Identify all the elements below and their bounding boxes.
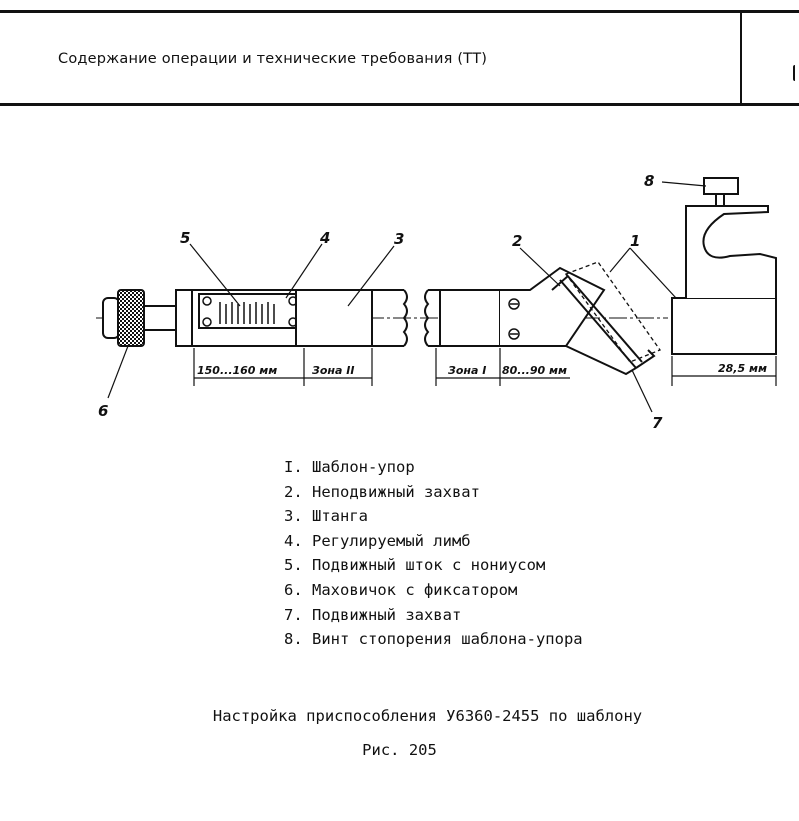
parts-legend: I. Шаблон-упор 2. Неподвижный захват 3. …	[284, 455, 583, 652]
legend-item: 5. Подвижный шток с нониусом	[284, 556, 546, 575]
rod-left	[295, 289, 408, 347]
header-divider	[740, 13, 742, 103]
dim-left-range: 150...160 мм	[197, 364, 277, 377]
legend-item: 4. Регулируемый лимб	[284, 531, 471, 550]
callout-8: 8	[644, 172, 654, 190]
header-title: Содержание операции и технические требов…	[58, 51, 488, 67]
legend-item: 7. Подвижный захват	[284, 605, 462, 624]
callout-4: 4	[319, 229, 330, 247]
rod-right	[424, 266, 606, 347]
dim-stop-width: 28,5 мм	[718, 362, 767, 375]
header-edge-mark	[793, 65, 798, 81]
callouts: 5 4 3 2 1 8 6 7	[98, 172, 663, 432]
callout-5: 5	[180, 229, 190, 247]
template-stop	[671, 177, 777, 355]
dimension-lines	[193, 348, 777, 386]
header-band: Содержание операции и технические требов…	[0, 10, 799, 106]
dim-zone-1: Зона I	[448, 364, 486, 377]
figure-caption: Настройка приспособления У6360-2455 по ш…	[212, 707, 643, 725]
dim-zone-2: Зона II	[312, 364, 354, 377]
figure-number: Рис. 205	[362, 741, 437, 759]
callout-1: 1	[630, 232, 640, 250]
vernier-barrel	[175, 289, 304, 347]
legend-item: I. Шаблон-упор	[284, 458, 415, 476]
legend-item: 3. Штанга	[284, 507, 368, 526]
leader-lines	[107, 181, 707, 413]
callout-2: 2	[512, 232, 522, 250]
handwheel	[102, 289, 177, 347]
fixture-drawing: 5 4 3 2 1 8 6 7 150...160 мм Зона II Зон…	[96, 172, 777, 432]
dim-right-range: 80...90 мм	[502, 364, 567, 377]
template-stop-dashed	[551, 261, 662, 376]
callout-3: 3	[394, 230, 404, 248]
dimension-labels: 150...160 мм Зона II Зона I 80...90 мм 2…	[197, 362, 767, 377]
callout-6: 6	[98, 402, 108, 420]
legend-item: 8. Винт стопорения шаблона-упора	[284, 630, 583, 649]
callout-7: 7	[652, 414, 663, 432]
legend-item: 6. Маховичок с фиксатором	[284, 580, 518, 599]
legend-item: 2. Неподвижный захват	[284, 482, 480, 501]
